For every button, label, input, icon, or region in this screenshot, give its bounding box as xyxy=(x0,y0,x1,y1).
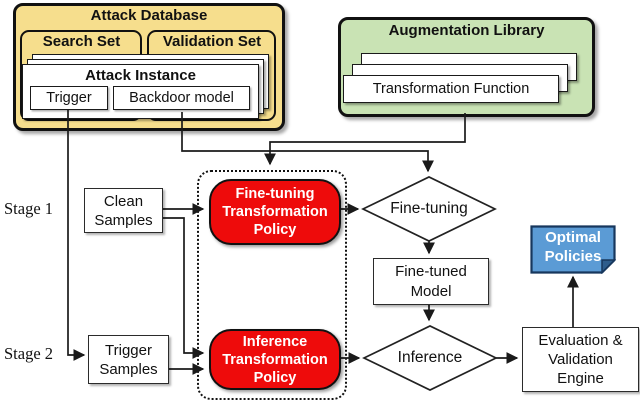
optimal-policies-note: Optimal Policies xyxy=(530,225,617,275)
fine-tuned-model-box: Fine-tuned Model xyxy=(373,258,489,305)
stage2-label: Stage 2 xyxy=(4,344,54,363)
evaluation-engine-label: Evaluation & Validation Engine xyxy=(538,332,623,387)
wire-backdoor-to-finetuning xyxy=(181,112,434,173)
inference-policy-box: Inference Transformation Policy xyxy=(209,329,341,390)
clean-samples-box: Clean Samples xyxy=(84,188,163,233)
search-set-label: Search Set xyxy=(42,33,121,50)
augmentation-library-title: Augmentation Library xyxy=(388,22,545,39)
attack-instance-title: Attack Instance xyxy=(85,67,196,84)
validation-set-label: Validation Set xyxy=(162,33,262,50)
inference-diamond xyxy=(362,325,498,391)
evaluation-engine-box: Evaluation & Validation Engine xyxy=(522,327,639,392)
stage1-label: Stage 1 xyxy=(4,199,54,218)
attack-database-title: Attack Database xyxy=(90,7,208,24)
trigger-box: Trigger xyxy=(30,86,108,110)
backdoor-model-box: Backdoor model xyxy=(113,86,250,110)
transformation-function-card: Transformation Function xyxy=(343,75,559,103)
fine-tuning-diamond-label: Fine-tuning xyxy=(390,200,468,217)
optimal-policies-label: Optimal Policies xyxy=(544,229,602,265)
fine-tuning-policy-box: Fine-tuning Transformation Policy xyxy=(209,179,341,245)
policy-container xyxy=(197,170,347,400)
wire-trigger-to-trigger-samples xyxy=(67,110,86,361)
fine-tuning-diamond xyxy=(361,176,497,242)
wire-clean-to-inference-policy xyxy=(161,217,205,359)
wire-augmentation-to-policies xyxy=(264,113,466,166)
note-shape xyxy=(530,225,617,275)
trigger-samples-box: Trigger Samples xyxy=(88,335,169,384)
inference-diamond-label: Inference xyxy=(397,349,463,366)
